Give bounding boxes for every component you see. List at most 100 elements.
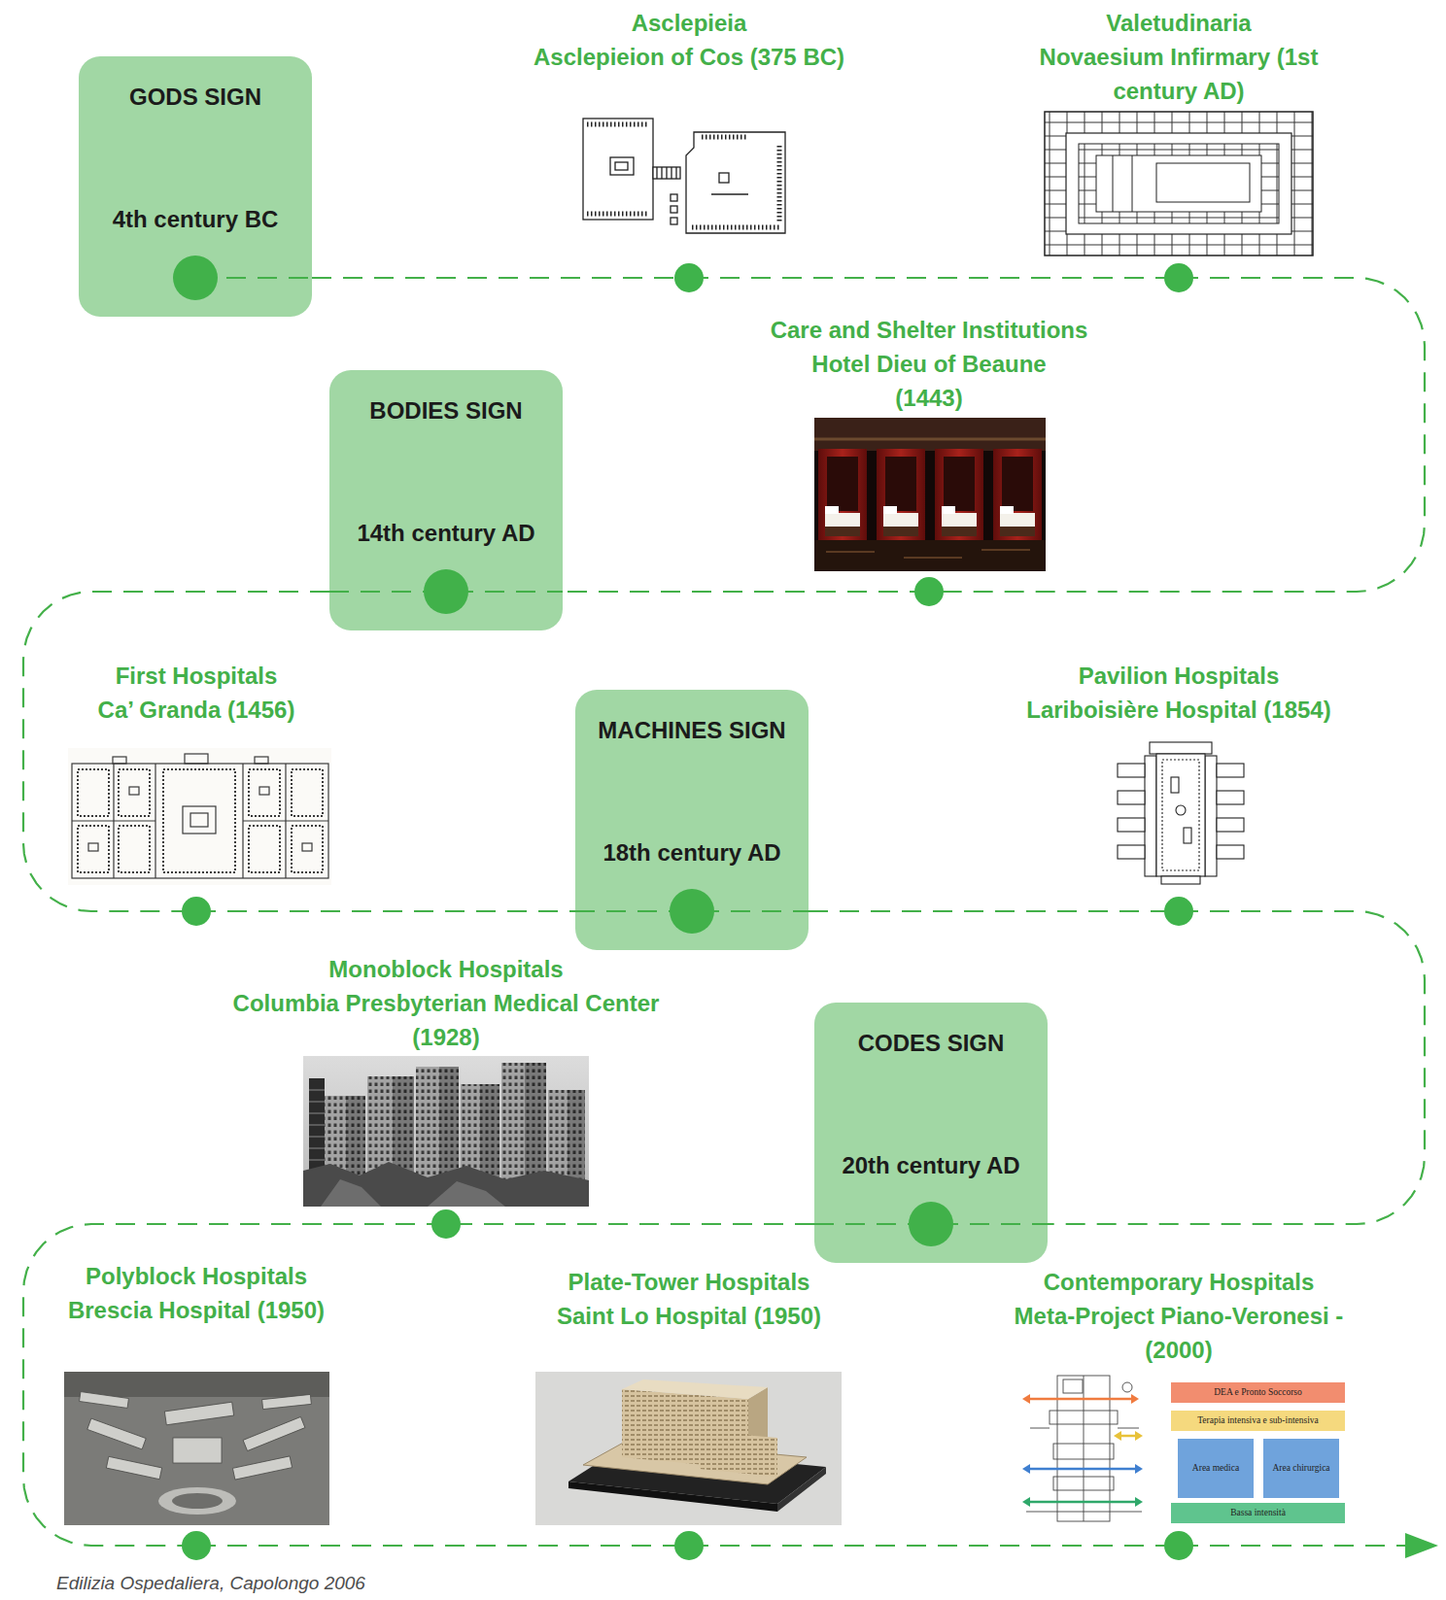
zone-label: DEA e Pronto Soccorso (1213, 1387, 1303, 1399)
zone-label: Terapia intensiva e sub-intensiva (1197, 1415, 1319, 1427)
ca-granda-arcades (291, 769, 323, 817)
hotel-dieu-photo (1001, 456, 1033, 512)
meta-project-plan (1022, 1497, 1031, 1508)
era-century: 4th century BC (112, 204, 279, 236)
saint-lo-model (777, 1467, 827, 1513)
hospital-block (242, 1416, 306, 1451)
asclepieion-plan (670, 206, 678, 213)
era-title: MACHINES SIGN (597, 715, 786, 747)
example-name: Columbia Presbyterian Medical Center (19… (217, 986, 675, 1055)
lariboisiere-plan (1175, 805, 1186, 816)
era-century: 20th century AD (841, 1150, 1020, 1182)
hotel-dieu-photo (826, 456, 859, 512)
timeline-connector (808, 910, 1179, 913)
asclepieion-plan (701, 135, 747, 140)
era-box: MACHINES SIGN 18th century AD (575, 689, 809, 951)
meta-project-plan (1131, 1394, 1139, 1405)
meta-project-plan (1113, 1431, 1122, 1442)
hospital-type-entry: AsclepieiaAsclepieion of Cos (375 BC) (475, 5, 903, 278)
example-name: Hotel Dieu of Beaune (1443) (788, 346, 1070, 415)
columbia-photo (309, 1090, 325, 1161)
hospital-block (172, 1438, 222, 1464)
building-shade (567, 1090, 586, 1186)
hotel-dieu-photo (941, 513, 977, 527)
ca-granda-arcades (77, 769, 323, 873)
lariboisiere-plan (1117, 845, 1145, 860)
lariboisiere-plan (1205, 756, 1217, 877)
timeline-connector (196, 1545, 689, 1548)
lariboisiere-plan (1149, 742, 1212, 755)
plan-outline (1122, 1382, 1133, 1393)
timeline-dot (1164, 896, 1194, 927)
lariboisiere-plan (1117, 742, 1244, 885)
timeline-dot (181, 1531, 211, 1561)
ca-granda-plan (112, 757, 127, 764)
zone-box: Area chirurgica (1263, 1439, 1340, 1499)
timeline-dot (1164, 1531, 1194, 1561)
ca-granda-plan (184, 754, 208, 764)
hospital-type-entry: Care and Shelter InstitutionsHotel Dieu … (724, 312, 1134, 592)
ca-granda-plan (68, 748, 332, 886)
building-shade (439, 1067, 459, 1186)
meta-project-plan (1028, 1501, 1137, 1505)
hotel-dieu-photo (876, 448, 926, 541)
hotel-dieu-photo (818, 448, 867, 541)
lariboisiere-plan (1216, 818, 1244, 832)
hotel-dieu-photo (941, 526, 977, 537)
example-name: Saint Lo Hospital (1950) (494, 1299, 884, 1334)
building-shade (524, 1063, 547, 1186)
hotel-dieu-photo (825, 506, 839, 515)
hospital-type-entry: Contemporary HospitalsMeta-Project Piano… (989, 1265, 1369, 1547)
meta-project-plan (1135, 1464, 1143, 1475)
era-title: BODIES SIGN (369, 395, 522, 427)
zone-box: Area medica (1177, 1439, 1254, 1499)
ca-granda-plan (88, 843, 99, 852)
lariboisiere-plan (1117, 791, 1145, 805)
meta-project-plan (1135, 1497, 1143, 1508)
timeline-connector (688, 276, 1179, 279)
type-heading: Pavilion Hospitals (974, 658, 1383, 693)
saint-lo-model (621, 1379, 768, 1400)
lariboisiere-plan (1183, 827, 1192, 844)
asclepieion-plan (686, 132, 786, 234)
zone-label: Area medica (1192, 1463, 1240, 1475)
saint-lo-model (535, 1372, 842, 1526)
valetudinarium-plan (1112, 155, 1133, 212)
zone-box: Bassa intensità (1170, 1503, 1345, 1524)
hotel-dieu-photo (814, 417, 1046, 572)
asclepieion-plan (583, 118, 786, 234)
brescia-aerial (64, 1372, 330, 1398)
timeline-dot (674, 1531, 704, 1561)
timeline-connector (196, 910, 576, 913)
ca-granda-plan (190, 813, 208, 827)
zone-box: DEA e Pronto Soccorso (1170, 1382, 1345, 1404)
era-box: GODS SIGN4th century BC (78, 56, 312, 317)
asclepieion-plan (670, 194, 678, 202)
meta-project-plan (1022, 1394, 1031, 1405)
type-heading: Monoblock Hospitals (173, 952, 719, 987)
hospital-type-entry: Pavilion HospitalsLariboisière Hospital … (974, 658, 1383, 912)
plan-outline (1026, 1376, 1142, 1522)
type-heading: Asclepieia (475, 5, 903, 40)
valetudinarium-plan (1066, 133, 1292, 235)
brescia-aerial (172, 1493, 223, 1510)
timeline-dot (181, 896, 211, 927)
ca-granda-arcades (77, 826, 109, 873)
type-heading: Valetudinaria (974, 5, 1383, 40)
meta-project-plan (1022, 1464, 1031, 1475)
hotel-dieu-photo (885, 456, 917, 512)
ca-granda-arcades (291, 826, 323, 873)
era-century: 18th century AD (602, 837, 781, 869)
columbia-photo (320, 1179, 506, 1207)
columbia-photo (303, 1162, 589, 1207)
meta-project-plan (1028, 1468, 1137, 1472)
ca-granda-plan (182, 806, 216, 834)
asclepieion-plan (656, 167, 677, 179)
hotel-dieu-photo (814, 417, 1046, 451)
columbia-photo (501, 1063, 547, 1186)
meta-project-plan (1028, 1398, 1134, 1402)
asclepieion-plan (610, 157, 634, 175)
hotel-dieu-photo (814, 540, 1046, 572)
hotel-dieu-photo (934, 448, 984, 541)
